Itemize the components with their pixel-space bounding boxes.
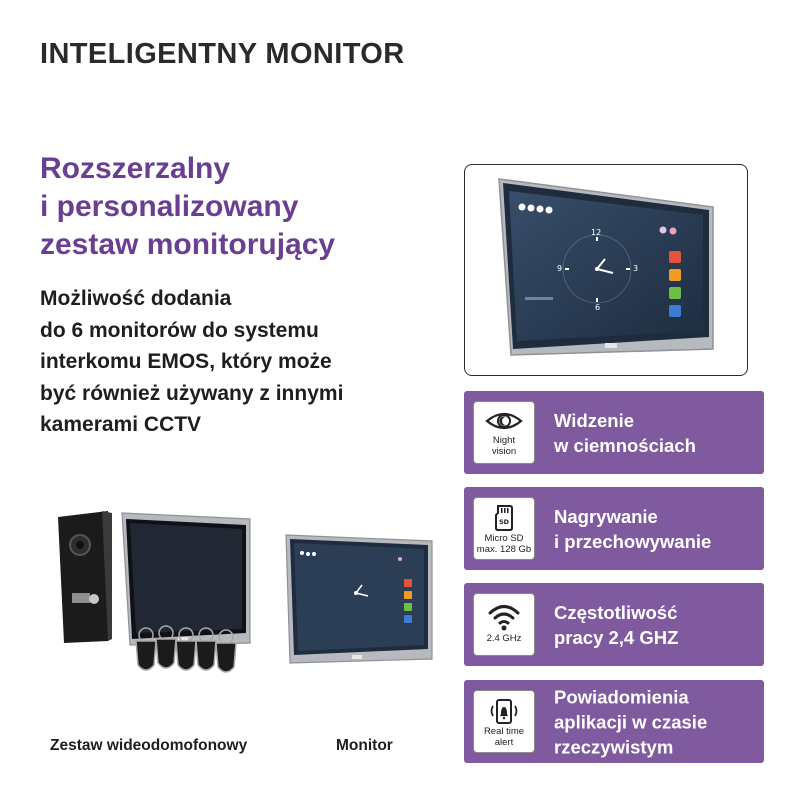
phone-alert-icon (490, 699, 518, 724)
door-station (58, 511, 112, 643)
clock-graphic (562, 234, 632, 304)
feature-icon-box: Real time alert (473, 690, 535, 753)
clock-number: 3 (633, 264, 639, 273)
description-line: interkomu EMOS, który może (40, 350, 332, 373)
clock-number: 6 (595, 303, 601, 312)
description-line: do 6 monitorów do systemu (40, 318, 319, 342)
clock-number: 9 (557, 264, 563, 273)
kit-product-image (58, 511, 433, 673)
headline-line: i personalizowany (40, 190, 299, 223)
headline: Rozszerzalny i personalizowany zestaw mo… (40, 150, 335, 264)
feature-text: Częstotliwość pracy 2,4 GHZ (554, 601, 679, 648)
svg-text:SD: SD (499, 518, 510, 526)
description: Możliwość dodania do 6 monitorów do syst… (40, 283, 343, 441)
kit-monitor (121, 512, 251, 646)
feature-icon-caption: Micro SD max. 128 Gb (476, 533, 532, 555)
feature-icon-box: Night vision (473, 401, 535, 464)
standalone-monitor (285, 534, 433, 664)
description-line: Możliwość dodania (40, 287, 232, 310)
feature-text: Nagrywanie i przechowywanie (554, 505, 712, 552)
wifi-icon (488, 605, 520, 631)
feature-text: Powiadomienia aplikacji w czasie rzeczyw… (554, 686, 708, 757)
feature-text: Widzenie w ciemnościach (554, 409, 696, 456)
clock-number: 12 (591, 228, 602, 237)
feature-icon-box: SD Micro SD max. 128 Gb (473, 497, 535, 560)
feature-card-real-time-alert: Real time alert Powiadomienia aplikacji … (464, 680, 764, 763)
monitor-label: Monitor (336, 737, 393, 754)
feature-icon-caption: Night vision (491, 435, 517, 457)
kit-label: Zestaw wideodomofonowy (50, 737, 248, 754)
night-vision-eye-icon (485, 412, 523, 430)
description-line: kamerami CCTV (40, 413, 202, 436)
feature-card-night-vision: Night vision Widzenie w ciemnościach (464, 391, 764, 474)
headline-line: zestaw monitorujący (40, 228, 336, 261)
description-line: być również używany z innymi (40, 381, 344, 405)
micro-sd-card-icon: SD (495, 505, 513, 531)
product-image-frame: 12 3 6 9 (464, 164, 748, 376)
feature-icon-caption: Real time alert (483, 726, 525, 748)
headline-line: Rozszerzalny (40, 152, 231, 185)
feature-icon-box: 2.4 GHz (473, 593, 535, 656)
feature-card-wifi: 2.4 GHz Częstotliwość pracy 2,4 GHZ (464, 583, 764, 666)
page-title: INTELIGENTNY MONITOR (40, 38, 405, 70)
monitor-product-image (498, 178, 714, 356)
feature-icon-caption: 2.4 GHz (486, 633, 522, 644)
feature-card-micro-sd: SD Micro SD max. 128 Gb Nagrywanie i prz… (464, 487, 764, 570)
rfid-tags (135, 625, 237, 673)
